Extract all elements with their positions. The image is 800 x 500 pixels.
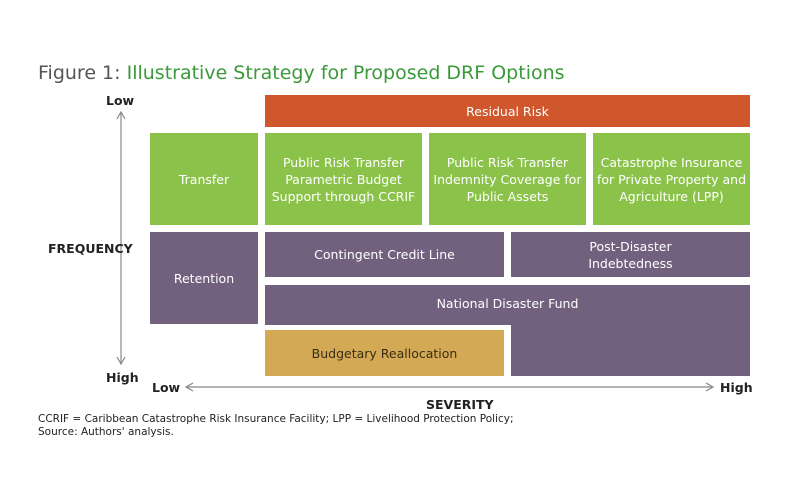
- post-disaster-label: Post-Disaster Indebtedness: [588, 238, 673, 271]
- cat-insurance-box: Catastrophe Insurance for Private Proper…: [593, 133, 750, 225]
- retention-box: Retention: [150, 232, 258, 324]
- severity-high-label: High: [720, 380, 753, 395]
- frequency-low-label: Low: [106, 93, 135, 108]
- national-fund-band: [265, 285, 750, 325]
- severity-low-label: Low: [152, 380, 181, 395]
- ccrif-label: Public Risk Transfer Parametric Budget S…: [271, 154, 416, 204]
- frequency-axis-arrow-bottom: [116, 356, 126, 366]
- retention-label: Retention: [173, 270, 235, 286]
- footnote: CCRIF = Caribbean Catastrophe Risk Insur…: [38, 413, 513, 439]
- contingent-credit-box: Contingent Credit Line: [265, 232, 504, 277]
- budgetary-box: Budgetary Reallocation: [265, 330, 504, 376]
- contingent-credit-label: Contingent Credit Line: [314, 247, 455, 262]
- footnote-abbreviations: CCRIF = Caribbean Catastrophe Risk Insur…: [38, 413, 514, 425]
- national-fund-label: National Disaster Fund: [436, 295, 579, 311]
- footnote-source: Source: Authors' analysis.: [38, 426, 174, 438]
- frequency-axis-arrow-top: [116, 110, 126, 120]
- figure-name: Illustrative Strategy for Proposed DRF O…: [126, 62, 565, 84]
- frequency-high-label: High: [106, 370, 139, 385]
- budgetary-label: Budgetary Reallocation: [311, 345, 458, 361]
- severity-axis-arrow-right: [705, 382, 715, 392]
- figure-title: Figure 1: Illustrative Strategy for Prop…: [38, 62, 565, 84]
- severity-axis-title: SEVERITY: [426, 397, 494, 412]
- post-disaster-box: Post-Disaster Indebtedness: [511, 232, 750, 277]
- indemnity-box: Public Risk Transfer Indemnity Coverage …: [429, 133, 586, 225]
- severity-axis-arrow-left: [184, 382, 194, 392]
- national-fund-box: National Disaster Fund: [265, 285, 750, 321]
- transfer-label: Transfer: [178, 171, 230, 187]
- cat-insurance-label: Catastrophe Insurance for Private Proper…: [596, 154, 747, 204]
- transfer-box: Transfer: [150, 133, 258, 225]
- figure-prefix: Figure 1:: [38, 62, 127, 84]
- residual-risk-box: Residual Risk: [265, 95, 750, 127]
- indemnity-label: Public Risk Transfer Indemnity Coverage …: [433, 154, 582, 204]
- frequency-axis-title: FREQUENCY: [48, 241, 133, 256]
- national-fund-lower-block: [511, 320, 750, 376]
- residual-risk-label: Residual Risk: [466, 103, 549, 119]
- ccrif-box: Public Risk Transfer Parametric Budget S…: [265, 133, 422, 225]
